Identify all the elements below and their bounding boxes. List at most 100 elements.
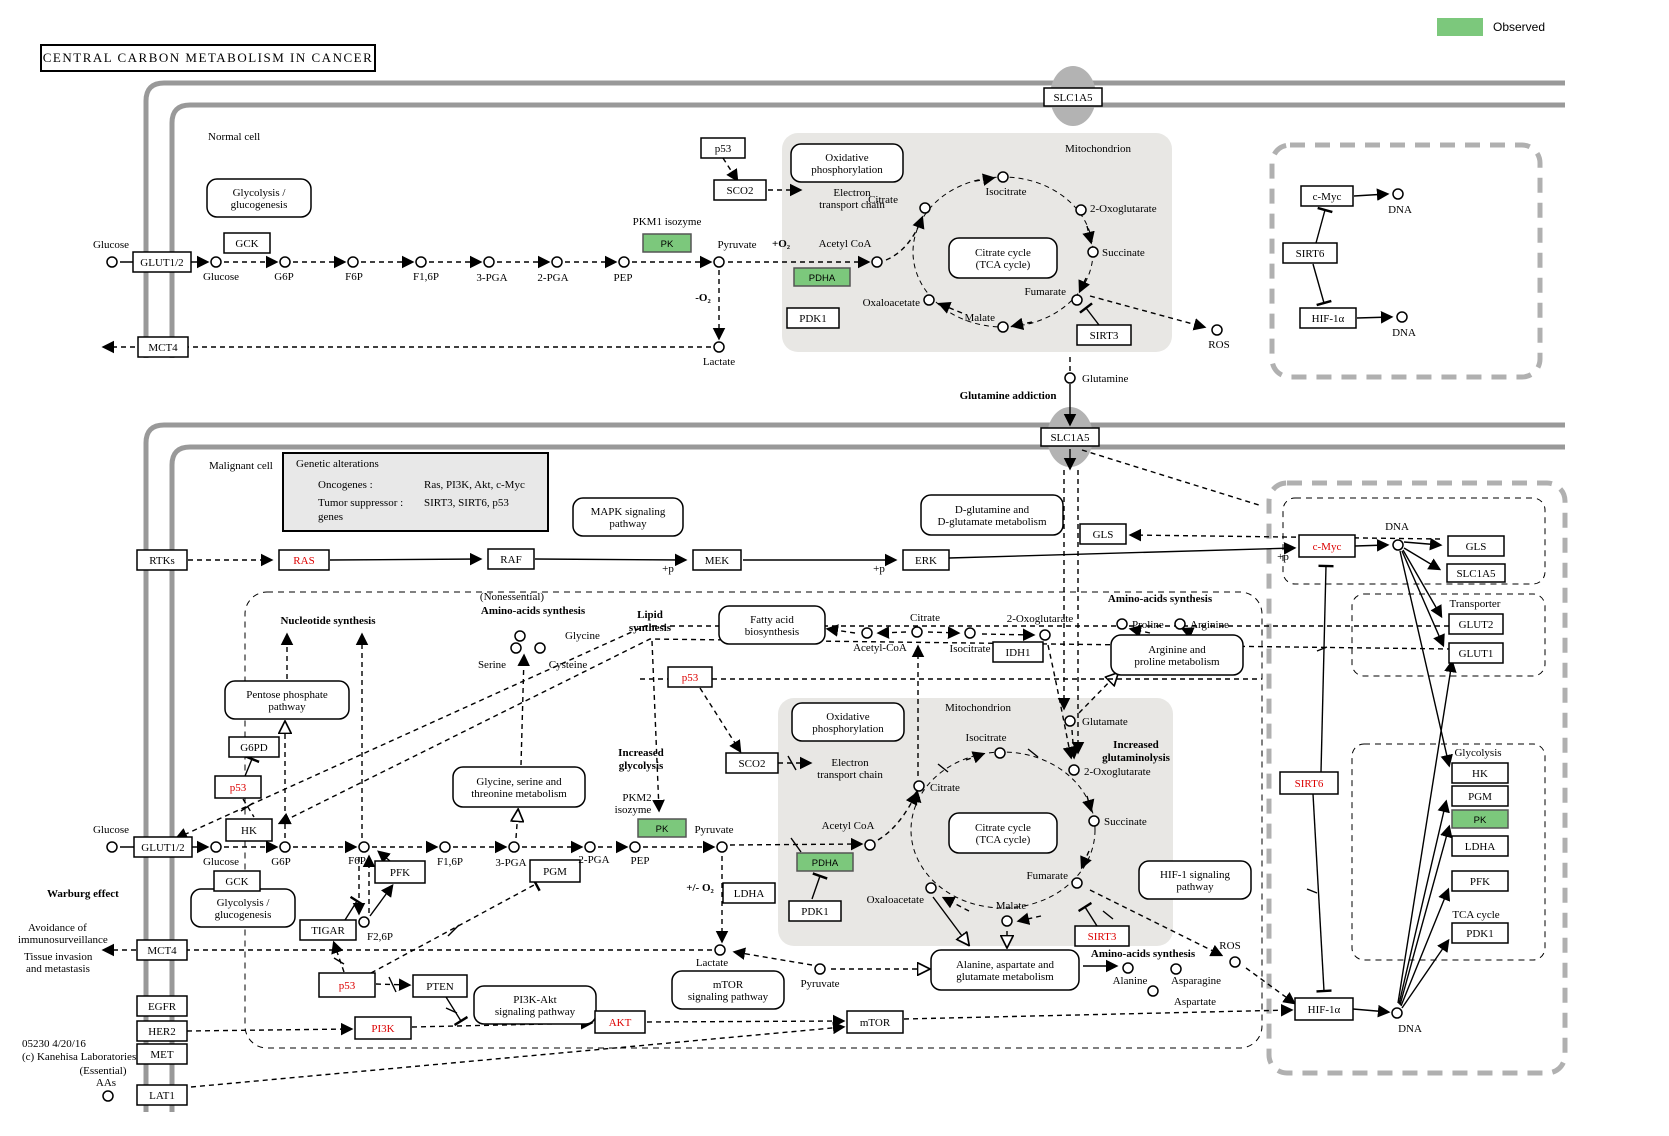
gene-box-pdk1[interactable] (786, 307, 840, 329)
gene-box-met[interactable] (136, 1043, 188, 1065)
compound-citrate[interactable] (913, 780, 925, 792)
compound-pyruvate[interactable] (713, 256, 725, 268)
gene-box-sirt6[interactable] (1279, 771, 1339, 795)
compound-glucose[interactable] (106, 256, 118, 268)
gene-box-pten[interactable] (412, 974, 468, 998)
compound-glutamate[interactable] (1064, 715, 1076, 727)
compound-fumarate[interactable] (1071, 294, 1083, 306)
compound-succinate[interactable] (1088, 815, 1100, 827)
gene-box-raf[interactable] (487, 548, 535, 570)
pathway-box-pentose-phosphate-pathway[interactable] (224, 680, 350, 720)
gene-box-gck[interactable] (223, 232, 271, 254)
compound-f1-6p[interactable] (415, 256, 427, 268)
pathway-box-glycine-serine-and-threonine-metabolism[interactable] (452, 766, 586, 808)
gene-box-ldha[interactable] (722, 882, 776, 904)
gene-box-sirt3[interactable] (1076, 324, 1132, 346)
gene-box-p53[interactable] (318, 972, 376, 998)
compound-ros[interactable] (1229, 956, 1241, 968)
pathway-box-hif-1-signaling-pathway[interactable] (1138, 860, 1252, 900)
pathway-box-alanine-aspartate-and-glutamate-metabolism[interactable] (930, 949, 1080, 991)
compound-citrate[interactable] (911, 626, 923, 638)
compound-ros[interactable] (1211, 324, 1223, 336)
gene-box-p53[interactable] (667, 666, 713, 688)
compound-3-pga[interactable] (483, 256, 495, 268)
gene-box-rtks[interactable] (136, 549, 188, 571)
compound-isocitrate[interactable] (997, 171, 1009, 183)
compound-lactate[interactable] (713, 341, 725, 353)
gene-box-pdha[interactable] (796, 852, 854, 872)
compound-3-pga[interactable] (508, 841, 520, 853)
gene-box-hif-1[interactable] (1299, 307, 1357, 329)
gene-box-c-myc[interactable] (1300, 185, 1354, 207)
gene-box-c-myc[interactable] (1298, 534, 1356, 558)
compound-isocitrate[interactable] (994, 747, 1006, 759)
gene-box-pfk[interactable] (374, 860, 426, 884)
compound-acetyl-coa[interactable] (871, 256, 883, 268)
gene-box-hk[interactable] (1451, 762, 1509, 784)
gene-box-pi3k[interactable] (354, 1016, 412, 1040)
gene-box-g6pd[interactable] (228, 736, 280, 758)
gene-box-slc1a5[interactable] (1446, 563, 1506, 583)
compound-f6p[interactable] (347, 256, 359, 268)
gene-box-pdk1[interactable] (1451, 922, 1509, 944)
compound-2-pga[interactable] (551, 256, 563, 268)
gene-box-glut1[interactable] (1448, 642, 1504, 664)
gene-box-sirt3[interactable] (1074, 925, 1130, 947)
compound-pep[interactable] (629, 841, 641, 853)
gene-box-hif-1[interactable] (1294, 997, 1354, 1021)
compound-dna[interactable] (1392, 188, 1404, 200)
gene-box-hk[interactable] (225, 818, 273, 842)
pathway-box-glycolysis-glucogenesis[interactable] (206, 178, 312, 218)
compound-circle-51[interactable] (514, 630, 526, 642)
compound-malate[interactable] (1001, 915, 1013, 927)
compound-glutamine[interactable] (1064, 372, 1076, 384)
compound-glucose[interactable] (106, 841, 118, 853)
compound-2-pga[interactable] (584, 841, 596, 853)
gene-box-mct4[interactable] (137, 336, 189, 358)
pathway-box-arginine-and-proline-metabolism[interactable] (1110, 634, 1244, 676)
pathway-box-citrate-cycle-tca-cycle[interactable] (948, 237, 1058, 279)
pathway-box-oxidative-phosphorylation[interactable] (790, 143, 904, 183)
gene-box-gls[interactable] (1079, 523, 1127, 545)
compound-acetyl-coa[interactable] (861, 627, 873, 639)
compound-2-oxoglutarate[interactable] (1039, 629, 1051, 641)
compound-2-oxoglutarate[interactable] (1068, 764, 1080, 776)
compound-arginine[interactable] (1174, 618, 1186, 630)
compound-oxaloacetate[interactable] (925, 882, 937, 894)
gene-box-gls[interactable] (1447, 535, 1505, 557)
gene-box-glut1-2[interactable] (132, 251, 192, 273)
gene-box-akt[interactable] (594, 1010, 646, 1034)
gene-box-ras[interactable] (278, 549, 330, 571)
compound-isocitrate[interactable] (964, 627, 976, 639)
gene-box-sco2[interactable] (713, 179, 767, 201)
compound-dna[interactable] (1391, 1007, 1403, 1019)
pathway-box-citrate-cycle-tca-cycle[interactable] (948, 812, 1058, 854)
gene-box-pdha[interactable] (793, 267, 851, 287)
compound-dna[interactable] (1392, 539, 1404, 551)
pathway-box-pi3k-akt-signaling-pathway[interactable] (473, 985, 597, 1025)
gene-box-tigar[interactable] (299, 919, 357, 941)
pathway-box-mapk-signaling-pathway[interactable] (572, 497, 684, 537)
compound-oxaloacetate[interactable] (923, 294, 935, 306)
compound-pyruvate[interactable] (716, 841, 728, 853)
gene-box-mct4[interactable] (136, 939, 188, 961)
compound-2-oxoglutarate[interactable] (1075, 204, 1087, 216)
compound-cysteine[interactable] (534, 642, 546, 654)
gene-box-gck[interactable] (213, 870, 261, 892)
gene-box-pfk[interactable] (1451, 870, 1509, 892)
compound-malate[interactable] (997, 321, 1009, 333)
compound-circle-58[interactable] (102, 1090, 114, 1102)
compound-g6p[interactable] (279, 256, 291, 268)
compound-serine[interactable] (510, 642, 522, 654)
compound-f6p[interactable] (358, 841, 370, 853)
compound-pyruvate[interactable] (814, 963, 826, 975)
compound-acetyl-coa[interactable] (864, 839, 876, 851)
gene-box-her2[interactable] (136, 1020, 188, 1042)
compound-asparagine[interactable] (1170, 963, 1182, 975)
gene-box-glut2[interactable] (1448, 613, 1504, 635)
gene-box-mtor[interactable] (846, 1010, 904, 1034)
compound-glucose[interactable] (210, 256, 222, 268)
gene-box-ldha[interactable] (1451, 835, 1509, 857)
gene-box-p53[interactable] (214, 775, 262, 799)
gene-box-erk[interactable] (902, 549, 950, 571)
